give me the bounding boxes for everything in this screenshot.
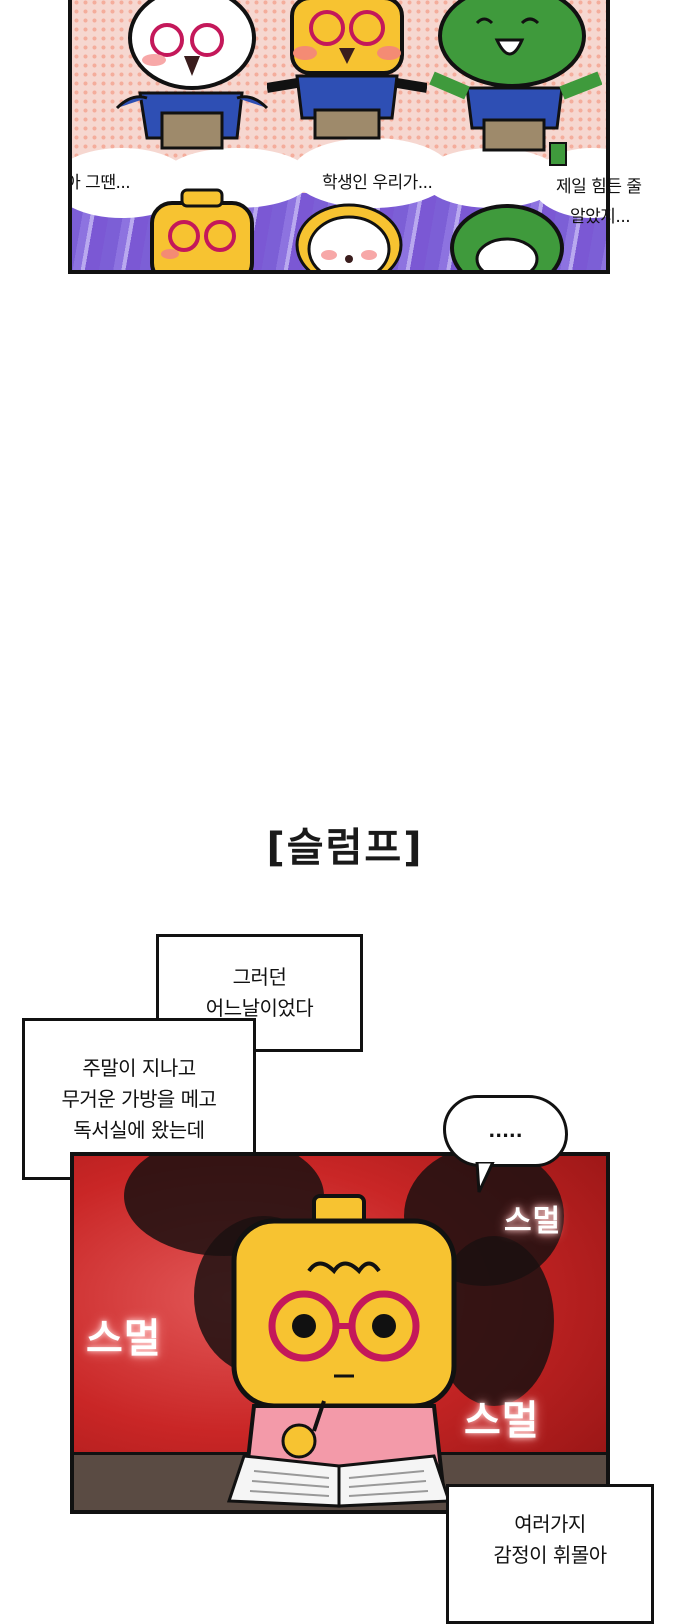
caption-right-line1: 제일 힘든 줄 xyxy=(556,177,642,197)
sfx-text: 스멀 xyxy=(86,1316,162,1362)
study-room-panel: 스멀 스멀 스멀 xyxy=(70,1152,610,1514)
sfx-text: 스멀 xyxy=(504,1204,562,1239)
thought-text: ..... xyxy=(488,1120,523,1142)
green-character-sulking xyxy=(450,204,564,270)
caption-left: 하아 그땐... xyxy=(72,173,131,193)
narration-line: 그러던 xyxy=(232,965,287,989)
narration-line: 감정이 휘몰아 xyxy=(493,1543,607,1567)
narration-line: 어느날이었다 xyxy=(205,996,314,1020)
episode-title: [슬럼프] xyxy=(266,825,424,871)
caption-middle: 학생인 우리가... xyxy=(322,173,433,193)
thought-bubble-tail xyxy=(475,1162,495,1193)
narration-line: 독서실에 왔는데 xyxy=(73,1117,205,1142)
narration-box-3: 여러가지 감정이 휘몰아 xyxy=(446,1484,654,1624)
caption-right-line2: 알았지... xyxy=(570,207,631,227)
open-book xyxy=(226,1454,452,1508)
flashback-panel: 하아 그땐... 학생인 우리가... xyxy=(68,0,610,274)
narration-line: 여러가지 xyxy=(514,1512,586,1536)
narration-line: 주말이 지나고 xyxy=(82,1055,196,1080)
narration-line: 무거운 가방을 메고 xyxy=(61,1086,217,1111)
yellow-character-cheering xyxy=(267,0,427,140)
white-character-cheering xyxy=(115,0,269,150)
thought-bubble: ..... xyxy=(443,1095,568,1167)
white-character-sulking xyxy=(295,203,403,270)
sfx-text: 스멀 xyxy=(464,1398,540,1444)
green-character-cheering xyxy=(429,0,602,166)
yellow-character-sulking xyxy=(150,188,254,270)
